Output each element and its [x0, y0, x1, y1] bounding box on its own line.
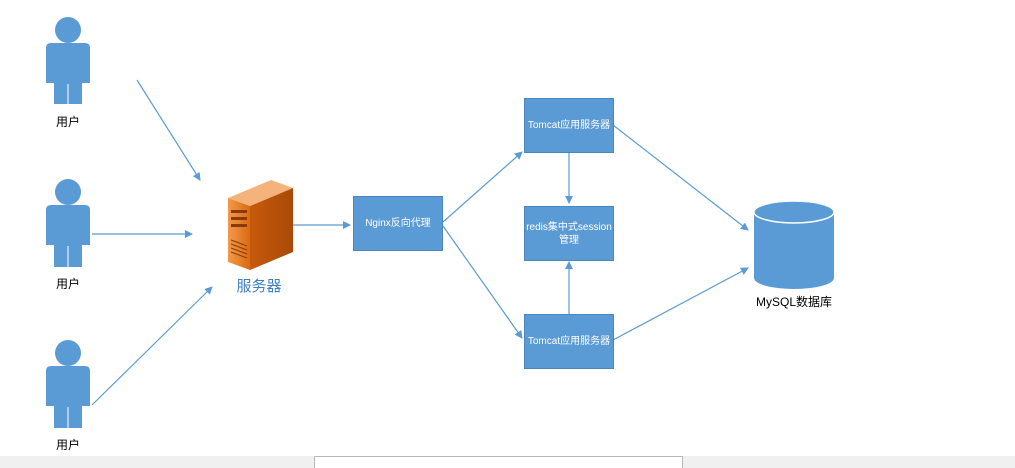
user-icon [46, 179, 90, 267]
bottom-input-frame [314, 456, 683, 468]
redis-label-line1: redis集中式session [526, 221, 612, 233]
arrow-tomcat-top-to-db [612, 124, 749, 231]
tomcat-top-node: Tomcat应用服务器 [524, 98, 614, 153]
user-icon [46, 340, 90, 428]
redis-label-line2: 管理 [559, 234, 579, 246]
server-label: 服务器 [236, 278, 282, 295]
tomcat-top-label: Tomcat应用服务器 [527, 120, 611, 131]
arrow-nginx-to-tomcat-bottom [442, 225, 523, 339]
arrow-tomcat-bottom-to-db [612, 267, 749, 341]
user-icon [46, 17, 90, 104]
nginx-node: Nginx反向代理 [353, 196, 443, 251]
arrow-user1-to-server [136, 79, 201, 181]
tomcat-bottom-node: Tomcat应用服务器 [524, 314, 614, 369]
user-label: 用户 [55, 277, 80, 291]
database-label: MySQL数据库 [755, 295, 832, 309]
nginx-label: Nginx反向代理 [365, 218, 431, 229]
tomcat-bottom-label: Tomcat应用服务器 [527, 336, 611, 347]
user-label: 用户 [55, 438, 80, 452]
database-icon [753, 200, 835, 289]
server-icon [228, 180, 293, 270]
redis-node: redis集中式session 管理 [524, 206, 614, 261]
arrow-user3-to-server [91, 286, 213, 406]
user-label: 用户 [55, 115, 80, 129]
arrow-nginx-to-tomcat-top [442, 151, 523, 223]
